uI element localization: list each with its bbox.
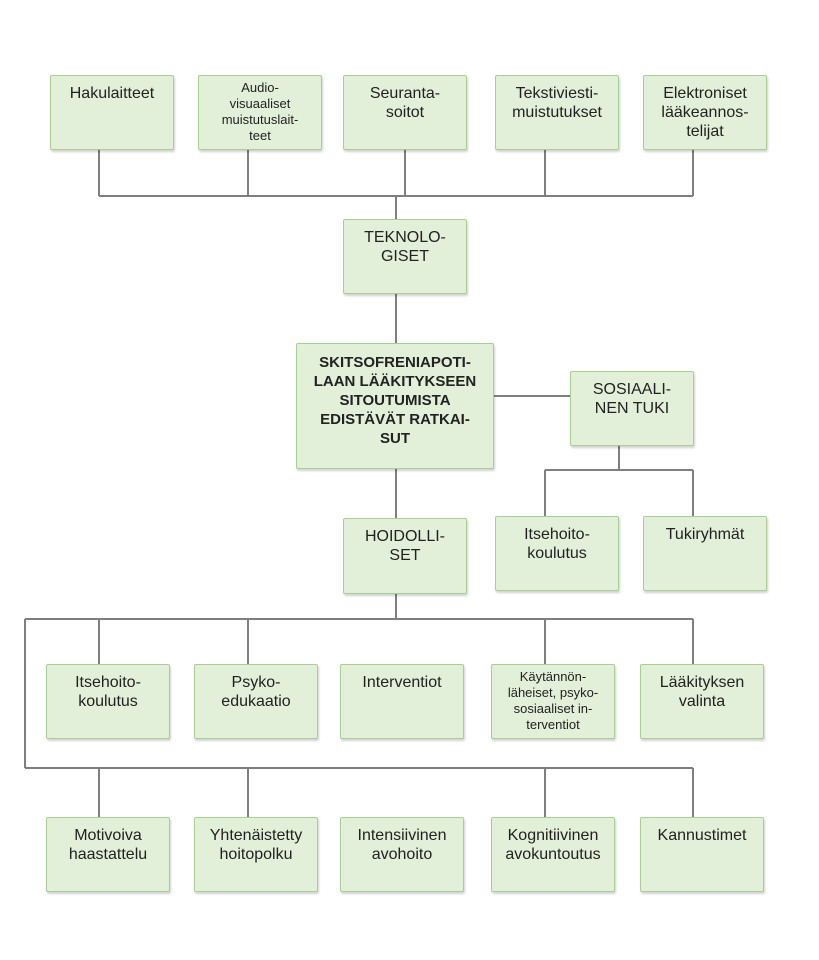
item-elektroniset-laakeannostelijat: Elektroniset lääkeannos- telijat [643,75,767,150]
item-kognitiivinen-avokuntoutus: Kognitiivinen avokuntoutus [491,817,615,892]
item-laakityksen-valinta: Lääkityksen valinta [640,664,764,739]
category-hoidolliset: HOIDOLLI- SET [343,518,467,594]
item-tukiryhmat: Tukiryhmät [643,516,767,591]
item-seurantasoitot: Seuranta- soitot [343,75,467,150]
category-teknologiset: TEKNOLO- GISET [343,219,467,294]
item-audiovisuaaliset-muistutuslaitteet: Audio- visuaaliset muistutuslait- teet [198,75,322,150]
item-motivoiva-haastattelu: Motivoiva haastattelu [46,817,170,892]
item-itsehoitokoulutus: Itsehoito- koulutus [46,664,170,739]
item-hakulaitteet: Hakulaitteet [50,75,174,150]
item-yhtenaistetty-hoitopolku: Yhtenäistetty hoitopolku [194,817,318,892]
item-intensiivinen-avohoito: Intensiivinen avohoito [340,817,464,892]
item-interventiot: Interventiot [340,664,464,739]
item-tekstiviestimuistutukset: Tekstiviesti- muistutukset [495,75,619,150]
category-sosiaalinen-tuki: SOSIAALI- NEN TUKI [570,371,694,446]
item-kaytannonlaheiset-interventiot: Käytännön- läheiset, psyko- sosiaaliset … [491,664,615,739]
item-psykoedukaatio: Psyko- edukaatio [194,664,318,739]
item-kannustimet: Kannustimet [640,817,764,892]
item-itsehoitokoulutus-social: Itsehoito- koulutus [495,516,619,591]
central-topic: SKITSOFRENIAPOTI- LAAN LÄÄKITYKSEEN SITO… [296,343,494,469]
